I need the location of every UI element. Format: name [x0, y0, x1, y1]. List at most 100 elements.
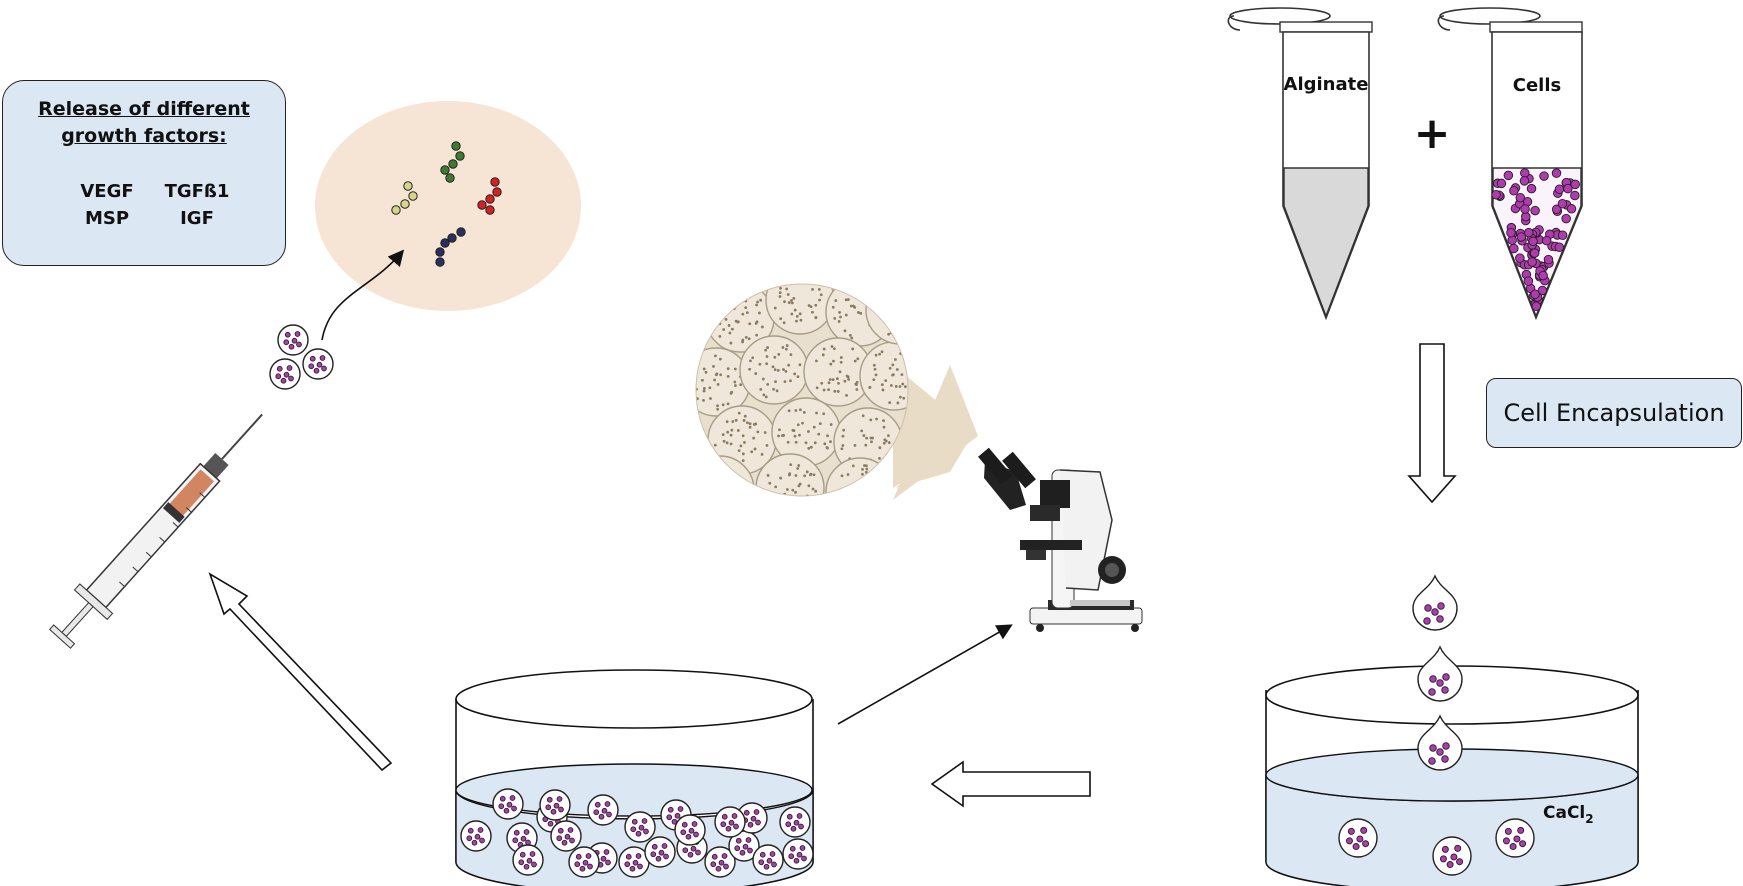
cell: [1563, 183, 1573, 194]
growth-factor-molecule: [440, 238, 450, 248]
growth-factor-molecule: [440, 165, 450, 175]
culture-dish-left: [455, 669, 814, 886]
cell: [1543, 254, 1554, 265]
cacl2-label: CaCl2: [1543, 803, 1594, 826]
alginate-capsule: [1495, 818, 1535, 858]
cell: [1515, 192, 1526, 203]
micrograph-capsule: [825, 457, 895, 496]
cell: [1520, 168, 1530, 178]
alginate-capsule: [728, 830, 760, 862]
cacl2-bath: [1265, 665, 1639, 886]
growth-factor-molecule: [456, 227, 466, 237]
cell: [1527, 257, 1537, 267]
cell: [1557, 230, 1568, 241]
cell: [1531, 301, 1541, 311]
growth-factor-molecule: [435, 257, 445, 267]
factor-igf: IGF: [180, 208, 214, 229]
cell: [1538, 270, 1548, 281]
cell-encapsulation-box: Cell Encapsulation: [1486, 378, 1742, 448]
alginate-capsule: [277, 324, 309, 356]
factor-tgfb1: TGFß1: [164, 181, 230, 202]
growth-factor-molecule: [485, 194, 495, 204]
growth-factor-molecule: [400, 199, 410, 209]
alginate-droplet: [1417, 714, 1463, 771]
alginate-capsule: [302, 348, 334, 380]
micrograph-capsule: [803, 337, 873, 407]
alginate-capsule: [269, 358, 301, 390]
micrograph-capsule: [696, 455, 755, 496]
cell: [1519, 176, 1530, 186]
cell: [1523, 227, 1534, 238]
cell: [1530, 205, 1540, 216]
cells-tube-icon: [1437, 7, 1583, 321]
growth-factor-molecule: [490, 177, 500, 187]
alginate-capsule: [624, 811, 656, 843]
cell: [1520, 204, 1530, 214]
cell: [1492, 189, 1501, 200]
alginate-capsule: [1432, 836, 1472, 876]
growth-factor-list: VEGF TGFß1 MSP IGF: [63, 181, 243, 229]
growth-factor-molecule: [403, 181, 413, 191]
cell: [1554, 184, 1565, 195]
cell: [1541, 235, 1552, 246]
dish-to-syringe-arrow: [208, 572, 393, 772]
micrograph-capsule: [765, 284, 835, 335]
syringe-icon: [48, 413, 263, 649]
bath-to-dish-arrow: [930, 760, 1091, 808]
cell: [1503, 170, 1514, 181]
growth-factor-molecule: [408, 191, 418, 201]
cell: [1509, 186, 1519, 196]
alginate-droplet: [1412, 574, 1458, 631]
micrograph-capsule: [739, 335, 809, 405]
cell: [1539, 171, 1549, 181]
alginate-capsule: [539, 789, 571, 821]
cell: [1554, 242, 1565, 252]
micrograph-view: [695, 283, 909, 497]
growth-factor-release-box: Release of different growth factors: VEG…: [2, 80, 286, 266]
cell: [1515, 253, 1525, 263]
alginate-capsule: [752, 844, 784, 876]
growth-factor-molecule: [451, 141, 461, 151]
microscope-icon: [978, 447, 1143, 632]
growth-factor-molecule: [492, 187, 502, 197]
cell: [1551, 168, 1562, 178]
cell-encapsulation-label: Cell Encapsulation: [1503, 399, 1725, 427]
alginate-capsule: [704, 846, 736, 878]
released-capsules: [269, 324, 334, 390]
factor-msp: MSP: [84, 208, 130, 229]
factor-vegf: VEGF: [80, 181, 134, 202]
growth-factor-molecule: [477, 200, 487, 210]
growth-factor-molecule: [447, 233, 457, 243]
cell: [1529, 248, 1540, 258]
release-curve-arrow: [321, 249, 405, 341]
falling-droplets: [1412, 574, 1463, 771]
alginate-label: Alginate: [1284, 74, 1369, 95]
alginate-capsule: [550, 820, 582, 852]
growth-factor-molecule: [485, 205, 495, 215]
cell: [1561, 213, 1571, 224]
alginate-capsule: [492, 788, 524, 820]
cell: [1551, 204, 1562, 215]
dish-to-microscope-arrow: [837, 624, 1013, 725]
alginate-droplet: [1417, 645, 1463, 702]
cell: [1528, 236, 1538, 247]
cell: [1526, 183, 1537, 194]
cell: [1537, 285, 1548, 296]
cell: [1557, 198, 1568, 209]
alginate-capsule: [674, 814, 706, 846]
encapsulation-down-arrow: [1407, 343, 1457, 504]
cell: [1523, 276, 1534, 286]
growth-factor-molecules: [391, 141, 502, 267]
alginate-capsule: [644, 836, 676, 868]
micrograph-capsule: [755, 453, 825, 496]
alginate-tube-icon: [1227, 7, 1373, 321]
cell: [1570, 179, 1580, 190]
cell: [1516, 232, 1527, 242]
cell: [1496, 178, 1507, 189]
growth-factor-molecule: [391, 205, 401, 215]
cell: [1509, 243, 1519, 254]
release-box-title: Release of different growth factors:: [38, 98, 250, 147]
alginate-capsule: [779, 806, 811, 838]
growth-factor-molecule: [445, 173, 455, 183]
